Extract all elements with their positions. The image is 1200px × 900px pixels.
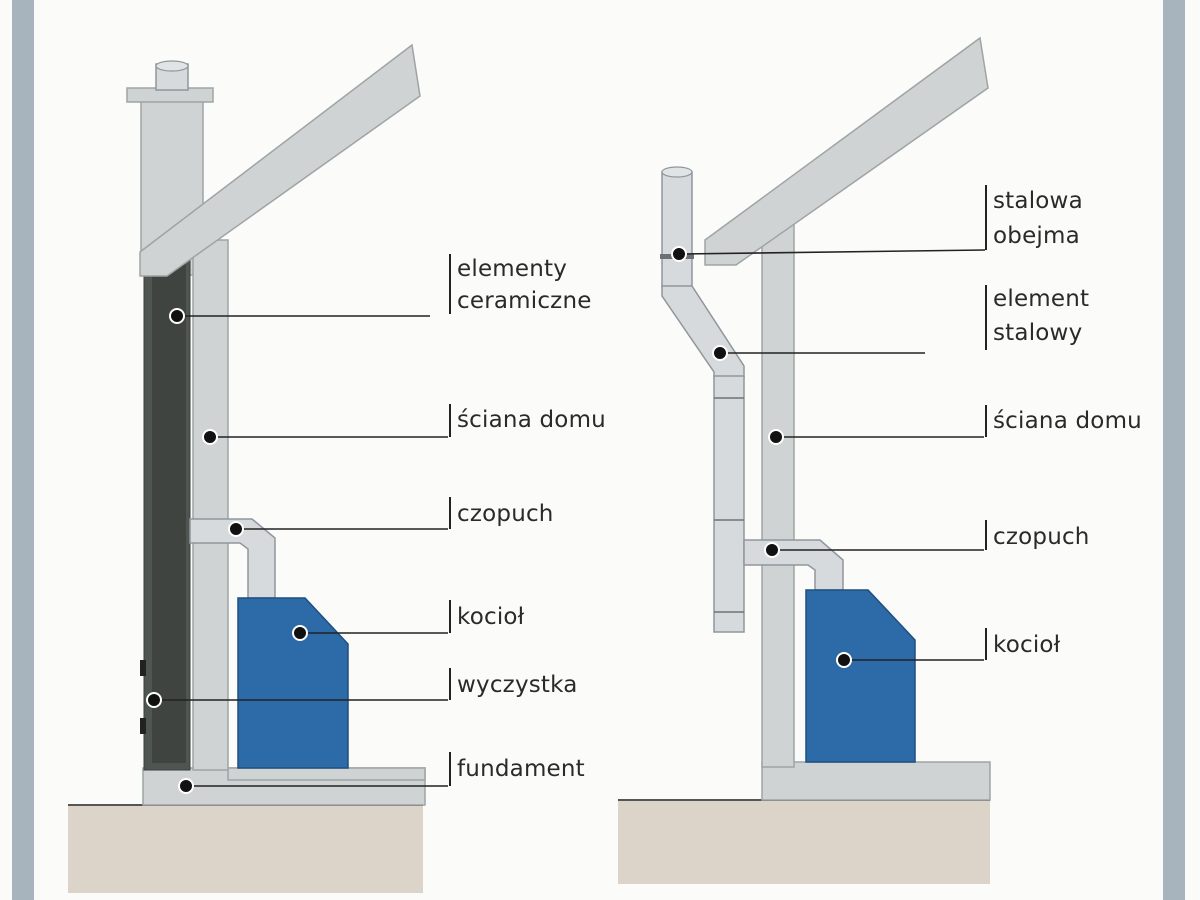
label-ceramic-line1: elementy [457, 256, 567, 282]
left-label-ceramic: elementy ceramiczne [169, 254, 592, 324]
right-diagram [618, 36, 991, 884]
label-foundation: fundament [457, 756, 585, 782]
steel-offset-bend [661, 285, 745, 379]
left-house-wall [192, 239, 229, 771]
label-steel-line2: stalowy [993, 320, 1082, 346]
cleanout-hatch-bottom [140, 718, 146, 734]
left-floor [227, 767, 426, 781]
right-label-boiler: kocioł [836, 628, 1061, 668]
left-label-cleanout: wyczystka [146, 668, 578, 708]
label-steel-line1: element [993, 286, 1089, 312]
right-label-steel: element stalowy [712, 285, 1089, 361]
left-label-foundation: fundament [178, 752, 585, 794]
right-border-strip [1163, 0, 1185, 900]
right-boiler [805, 589, 916, 763]
left-label-connector: czopuch [228, 497, 554, 537]
left-label-wall: ściana domu [202, 404, 606, 445]
steel-lower-pipe [713, 375, 745, 633]
left-label-boiler: kocioł [292, 600, 525, 641]
label-left-wall: ściana domu [457, 407, 606, 433]
right-roof [704, 36, 989, 266]
label-right-wall: ściana domu [993, 408, 1142, 434]
steel-top-pipe [661, 171, 693, 289]
left-roof [139, 43, 421, 277]
right-label-clamp: stalowa obejma [671, 185, 1083, 262]
chimney-top-pipe-rim [155, 60, 189, 72]
label-right-connector: czopuch [993, 524, 1090, 550]
right-label-connector: czopuch [764, 520, 1090, 558]
right-house-wall [761, 221, 795, 768]
right-label-wall: ściana domu [768, 405, 1142, 445]
label-cleanout: wyczystka [457, 672, 578, 698]
label-clamp-line2: obejma [993, 223, 1080, 249]
label-clamp-line1: stalowa [993, 188, 1083, 214]
left-ground [68, 805, 423, 893]
cleanout-hatch-top [140, 660, 146, 676]
right-ground [618, 800, 990, 884]
left-border-strip [12, 0, 34, 900]
label-right-boiler: kocioł [993, 632, 1061, 658]
ceramic-flue-inner [152, 258, 186, 763]
left-boiler [237, 597, 349, 769]
label-left-boiler: kocioł [457, 604, 525, 630]
right-foundation [761, 761, 991, 801]
label-ceramic-line2: ceramiczne [457, 288, 592, 314]
steel-top-pipe-rim [661, 166, 693, 178]
label-left-connector: czopuch [457, 501, 554, 527]
left-diagram [68, 43, 426, 893]
